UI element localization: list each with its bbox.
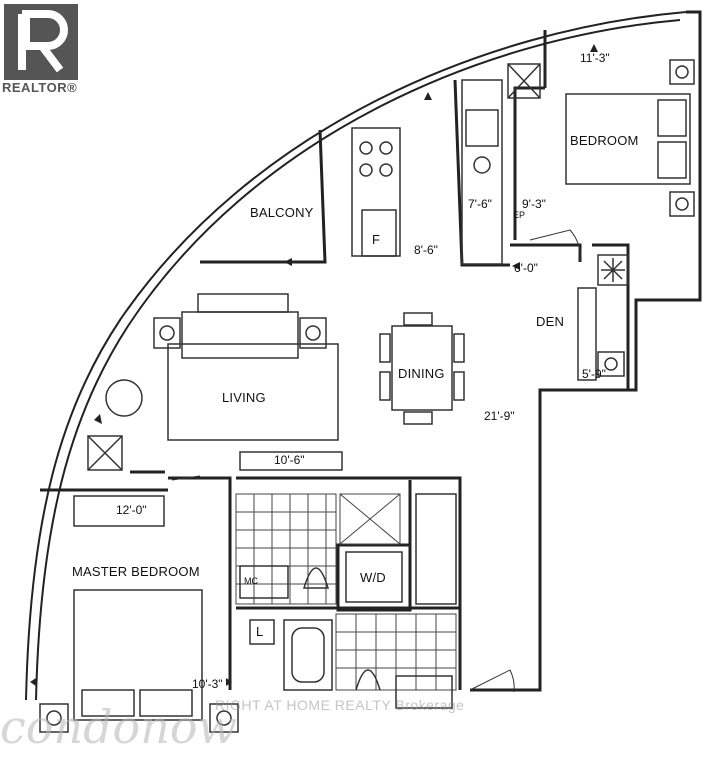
bathroom-fixtures: [239, 493, 457, 709]
living-label: LIVING: [222, 390, 266, 405]
bedroom-width-dim: 11'-3": [580, 51, 610, 65]
living-dining-depth-dim: 21'-9": [484, 409, 515, 423]
den-depth-dim: 5'-9": [582, 367, 606, 381]
master-depth-dim: 10'-3": [192, 677, 223, 691]
living-furniture: [87, 293, 343, 471]
kitchen-depth-dim: 8'-6": [414, 243, 438, 257]
dining-furniture: [379, 312, 465, 425]
mc-label: MC: [244, 576, 258, 586]
direction-arrows: [30, 44, 598, 686]
dining-label: DINING: [398, 366, 445, 381]
site-watermark: condonow: [0, 700, 237, 754]
master-width-dim: 12'-0": [116, 503, 147, 517]
walls: [40, 10, 702, 692]
brokerage-watermark: RIGHT AT HOME REALTY Brokerage: [215, 697, 465, 713]
den-label: DEN: [536, 314, 564, 329]
wd-label: W/D: [360, 570, 386, 585]
kitchen: [351, 63, 541, 265]
realtor-logo-text: REALTOR®: [2, 80, 78, 95]
bedroom-depth-dim: 9'-3": [522, 197, 546, 211]
bedroom-label: BEDROOM: [570, 133, 639, 148]
exterior-curve: [25, 11, 687, 701]
realtor-r-icon: [4, 4, 78, 80]
balcony-label: BALCONY: [250, 205, 314, 220]
living-width-dim: 10'-6": [274, 453, 305, 467]
bathroom-tiles: [235, 493, 457, 691]
fridge-label: F: [372, 232, 380, 247]
master-bedroom-label: MASTER BEDROOM: [72, 564, 200, 579]
master-furniture: [39, 495, 239, 733]
bedroom-furniture: [565, 59, 695, 217]
realtor-logo: [4, 4, 78, 82]
door-swings: [171, 229, 581, 693]
linen-label: L: [256, 624, 263, 639]
kitchen-width-dim: 7'-6": [468, 197, 492, 211]
den-width-dim: 6'-0": [514, 261, 538, 275]
ep-label: EP: [513, 210, 525, 220]
den-furniture: [577, 254, 629, 381]
